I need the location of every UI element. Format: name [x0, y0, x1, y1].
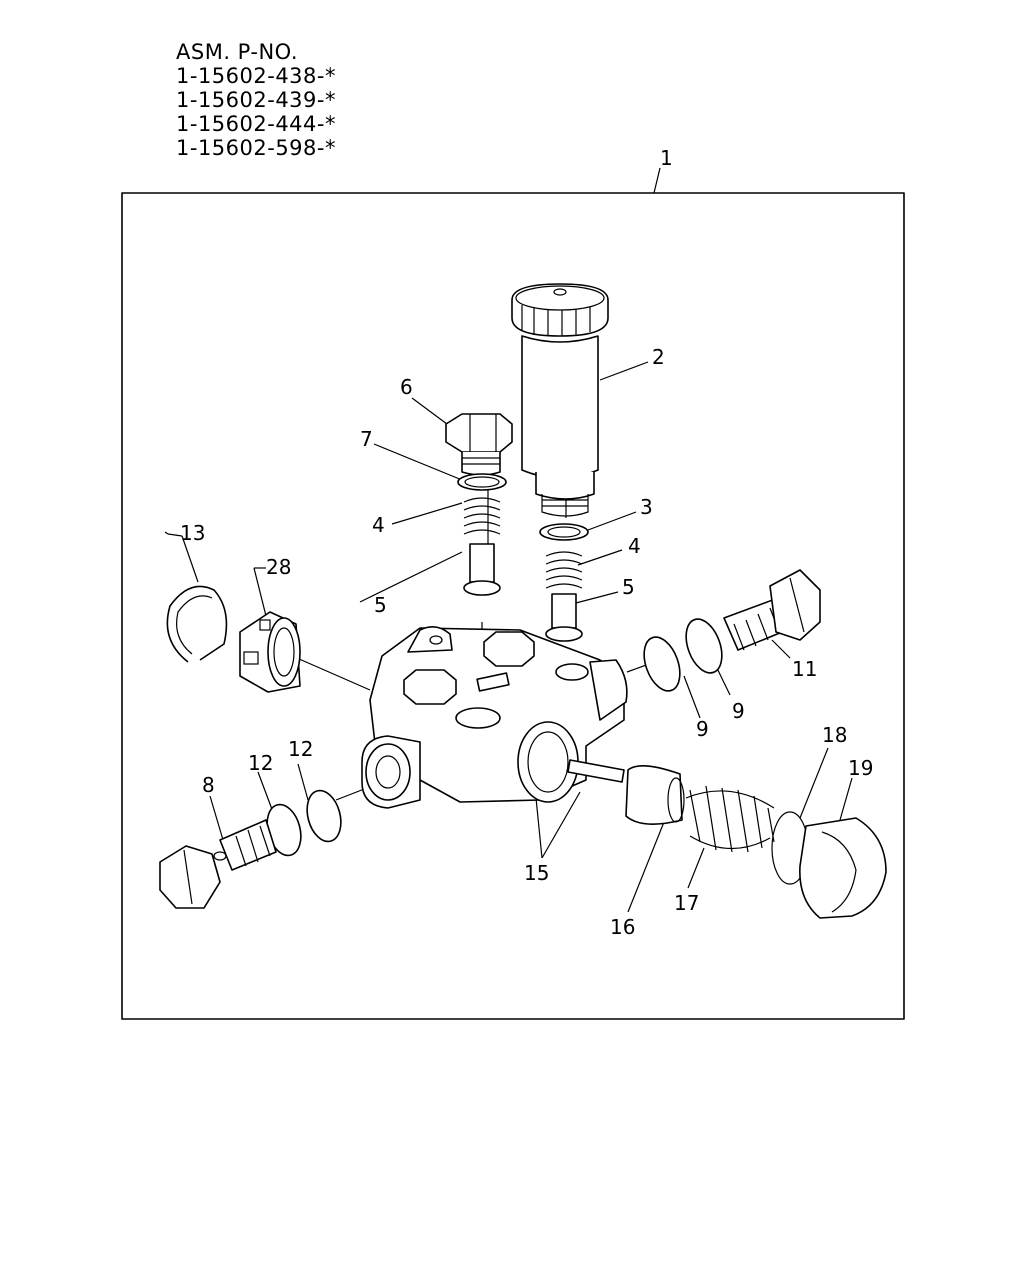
- callout-label: 8: [202, 773, 215, 797]
- callout-label: 9: [732, 699, 745, 723]
- assembly-part-number: 1-15602-598-*: [176, 136, 336, 160]
- assembly-title: ASM. P-NO.: [176, 40, 299, 64]
- banjo-bolt-left: [159, 789, 342, 909]
- callout-label: 17: [674, 891, 699, 915]
- callout-label: 5: [374, 593, 387, 617]
- callout-label: 4: [628, 534, 641, 558]
- callout-label: 12: [288, 737, 313, 761]
- callout-label: 15: [524, 861, 549, 885]
- assembly-part-number: 1-15602-439-*: [176, 88, 336, 112]
- callout-label: 28: [266, 555, 291, 579]
- assembly-part-number-block: ASM. P-NO. 1-15602-438-* 1-15602-439-* 1…: [176, 40, 336, 160]
- callout-label: 2: [652, 345, 665, 369]
- priming-pump: [511, 283, 609, 517]
- callout-labels: 1 2 3 4 4 5 5 6 7 8 9 9 11 12 12 13 15 1…: [180, 146, 873, 939]
- callout-label: 12: [248, 751, 273, 775]
- callout-label: 1: [660, 146, 673, 170]
- callout-label: 16: [610, 915, 635, 939]
- diagram-frame: [121, 192, 905, 1020]
- callout-label: 6: [400, 375, 413, 399]
- callout-label: 5: [622, 575, 635, 599]
- plunger-assembly: [567, 759, 887, 919]
- callout-label: 9: [696, 717, 709, 741]
- left-check-valve-parts: [445, 413, 513, 596]
- callout-label: 3: [640, 495, 653, 519]
- assembly-part-number: 1-15602-438-*: [176, 64, 336, 88]
- callout-label: 7: [360, 427, 373, 451]
- callout-label: 4: [372, 513, 385, 537]
- right-check-valve-parts: [539, 523, 589, 642]
- callout-label: 11: [792, 657, 817, 681]
- snap-ring-and-strainer: [166, 585, 301, 693]
- callout-label: 13: [180, 521, 205, 545]
- assembly-part-number: 1-15602-444-*: [176, 112, 336, 136]
- callout-label: 19: [848, 756, 873, 780]
- banjo-bolt-right: [643, 569, 821, 692]
- leader-lines: [164, 167, 853, 913]
- callout-label: 18: [822, 723, 847, 747]
- pump-body: [361, 626, 628, 809]
